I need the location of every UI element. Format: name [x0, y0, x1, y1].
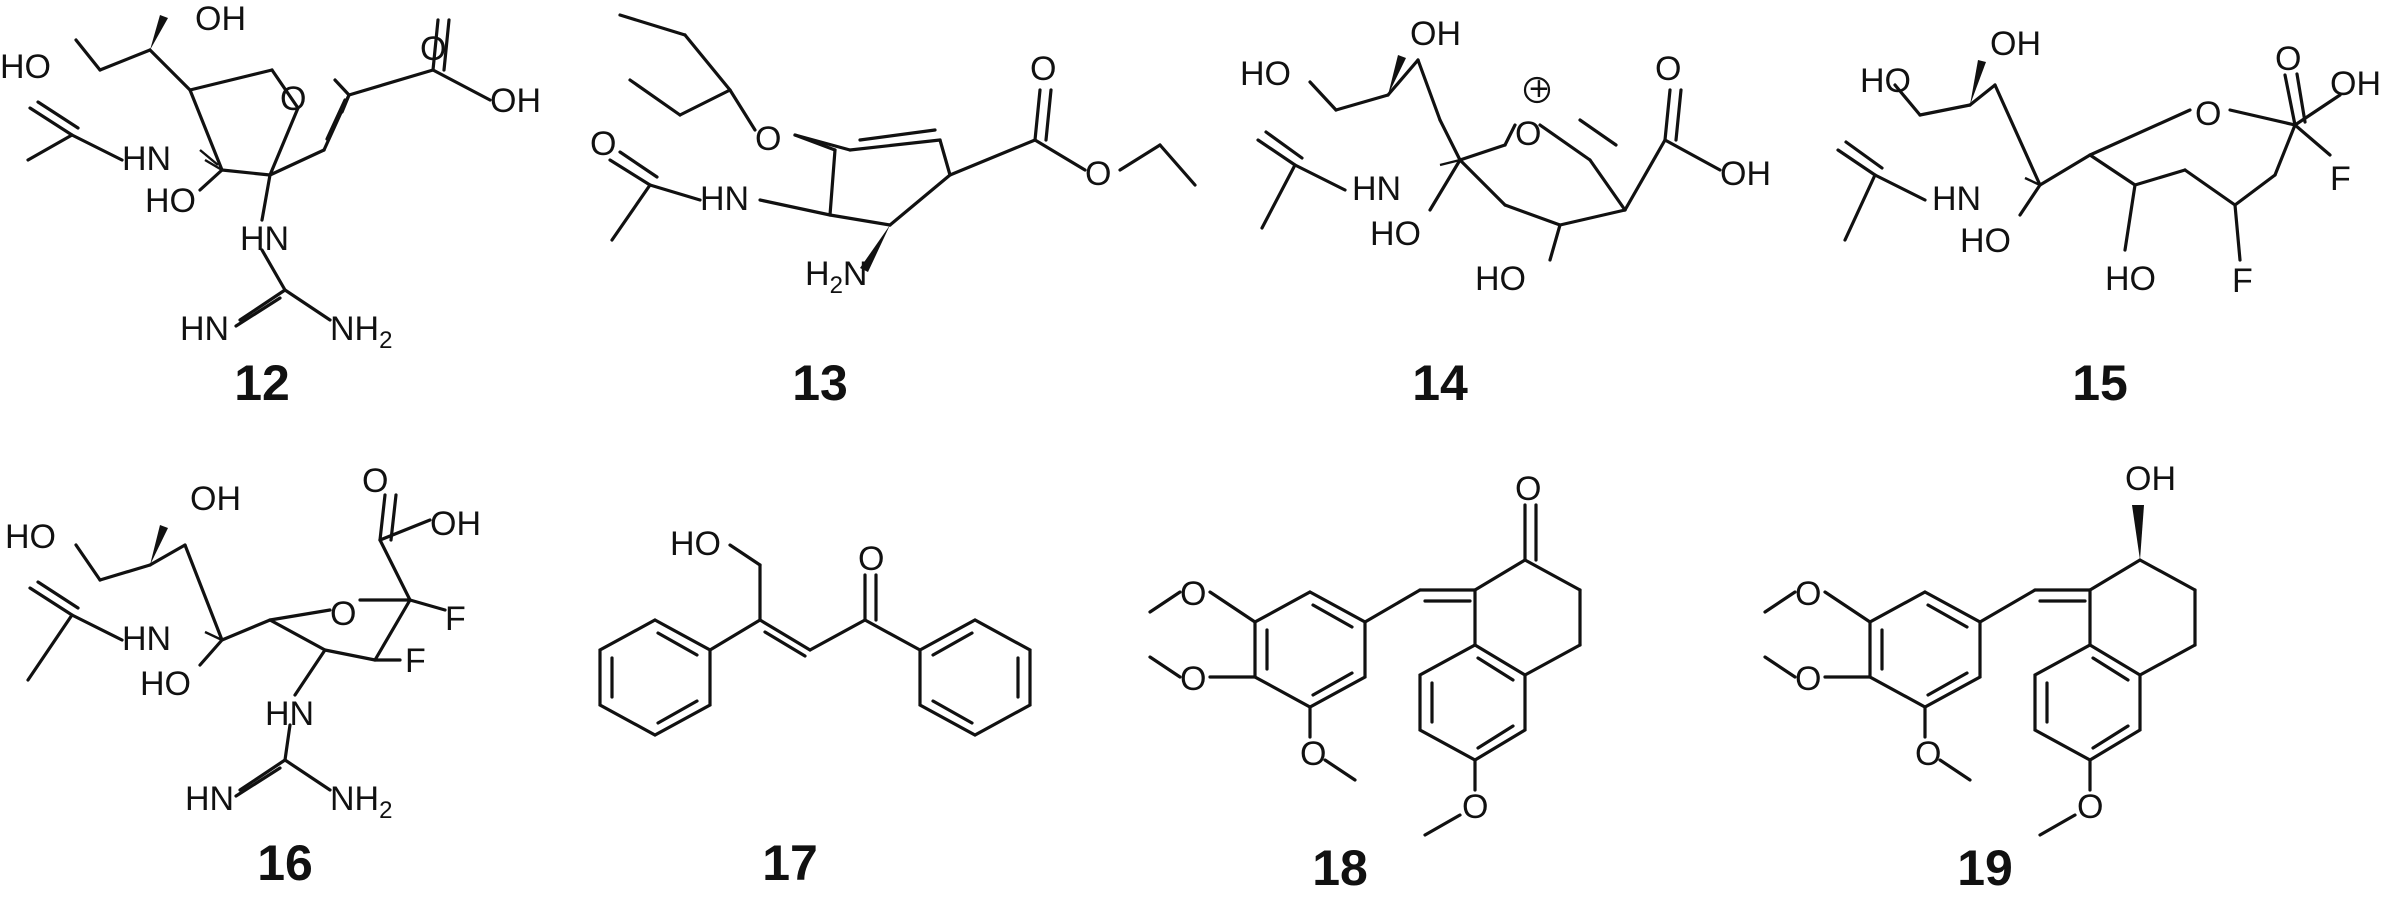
compound-18-structure — [1148, 503, 1582, 837]
atom-f: F — [2232, 262, 2253, 300]
atom-o: O — [420, 30, 446, 68]
atom-f: F — [405, 642, 426, 680]
compound-label-19: 19 — [1957, 840, 2013, 896]
atom-ho: HO — [140, 665, 191, 703]
atom-o: O — [1915, 735, 1941, 773]
atom-o: O — [1795, 575, 1821, 613]
atom-ho: HO — [1860, 62, 1911, 100]
atom-ho: HO — [670, 525, 721, 563]
atom-hn-imine: HN — [180, 310, 229, 348]
atom-ho: HO — [0, 48, 51, 86]
atom-ho: HO — [1240, 55, 1291, 93]
atom-oh: OH — [430, 505, 481, 543]
compound-label-17: 17 — [762, 835, 818, 891]
compound-16-structure — [26, 493, 447, 798]
atom-o: O — [590, 125, 616, 163]
atom-o: O — [1180, 660, 1206, 698]
compound-label-13: 13 — [792, 355, 848, 411]
atom-o: O — [2195, 95, 2221, 133]
atom-o: O — [755, 120, 781, 158]
compound-14-structure — [1256, 55, 1722, 262]
atom-oh: OH — [1720, 155, 1771, 193]
atom-ho: HO — [2105, 260, 2156, 298]
atom-o: O — [330, 595, 356, 633]
atom-ho: HO — [1475, 260, 1526, 298]
compound-label-15: 15 — [2072, 355, 2128, 411]
atom-ho: HO — [1370, 215, 1421, 253]
atom-hn: HN — [265, 695, 314, 733]
atom-hn: HN — [122, 620, 171, 658]
compound-19-structure — [1763, 505, 2197, 837]
atom-o: O — [1655, 50, 1681, 88]
atom-o: O — [1180, 575, 1206, 613]
atom-oh: OH — [195, 0, 246, 38]
atom-oh: OH — [1990, 25, 2041, 63]
atom-f: F — [445, 600, 466, 638]
compound-13-structure — [608, 13, 1197, 272]
atom-oh: OH — [190, 480, 241, 518]
atom-o: O — [1515, 470, 1541, 508]
atom-oh: OH — [2125, 460, 2176, 498]
atom-oh: OH — [490, 82, 541, 120]
positive-charge-icon — [1523, 76, 1551, 104]
atom-h2n: H2N — [805, 255, 867, 299]
compound-label-18: 18 — [1312, 840, 1368, 896]
atom-o: O — [280, 80, 306, 118]
compound-15-structure — [1836, 60, 2342, 262]
atom-f: F — [2330, 160, 2351, 198]
atom-o: O — [2275, 40, 2301, 78]
atom-ho: HO — [1960, 222, 2011, 260]
atom-hn: HN — [240, 220, 289, 258]
atom-o: O — [858, 540, 884, 578]
atom-hn: HN — [700, 180, 749, 218]
atom-ho: HO — [145, 182, 196, 220]
atom-o: O — [1515, 115, 1541, 153]
atom-hn: HN — [1352, 170, 1401, 208]
atom-o: O — [1300, 735, 1326, 773]
atom-o: O — [362, 462, 388, 500]
atom-hn: HN — [122, 140, 171, 178]
atom-plus: + — [1529, 70, 1549, 108]
atom-o: O — [1795, 660, 1821, 698]
atom-o: O — [1462, 788, 1488, 826]
compound-12-structure — [26, 15, 492, 328]
compound-17-structure — [598, 543, 1032, 737]
atom-nh2: NH2 — [330, 310, 392, 354]
atom-o: O — [1030, 50, 1056, 88]
atom-oh: OH — [1410, 15, 1461, 53]
atom-nh2: NH2 — [330, 780, 392, 824]
atom-oh: OH — [2330, 65, 2381, 103]
compound-label-14: 14 — [1412, 355, 1468, 411]
atom-o: O — [1085, 155, 1111, 193]
atom-hn-imine: HN — [185, 780, 234, 818]
atom-hn: HN — [1932, 180, 1981, 218]
atom-ho: HO — [5, 518, 56, 556]
atom-o: O — [2077, 788, 2103, 826]
compound-label-16: 16 — [257, 835, 313, 891]
compound-label-12: 12 — [234, 355, 290, 411]
